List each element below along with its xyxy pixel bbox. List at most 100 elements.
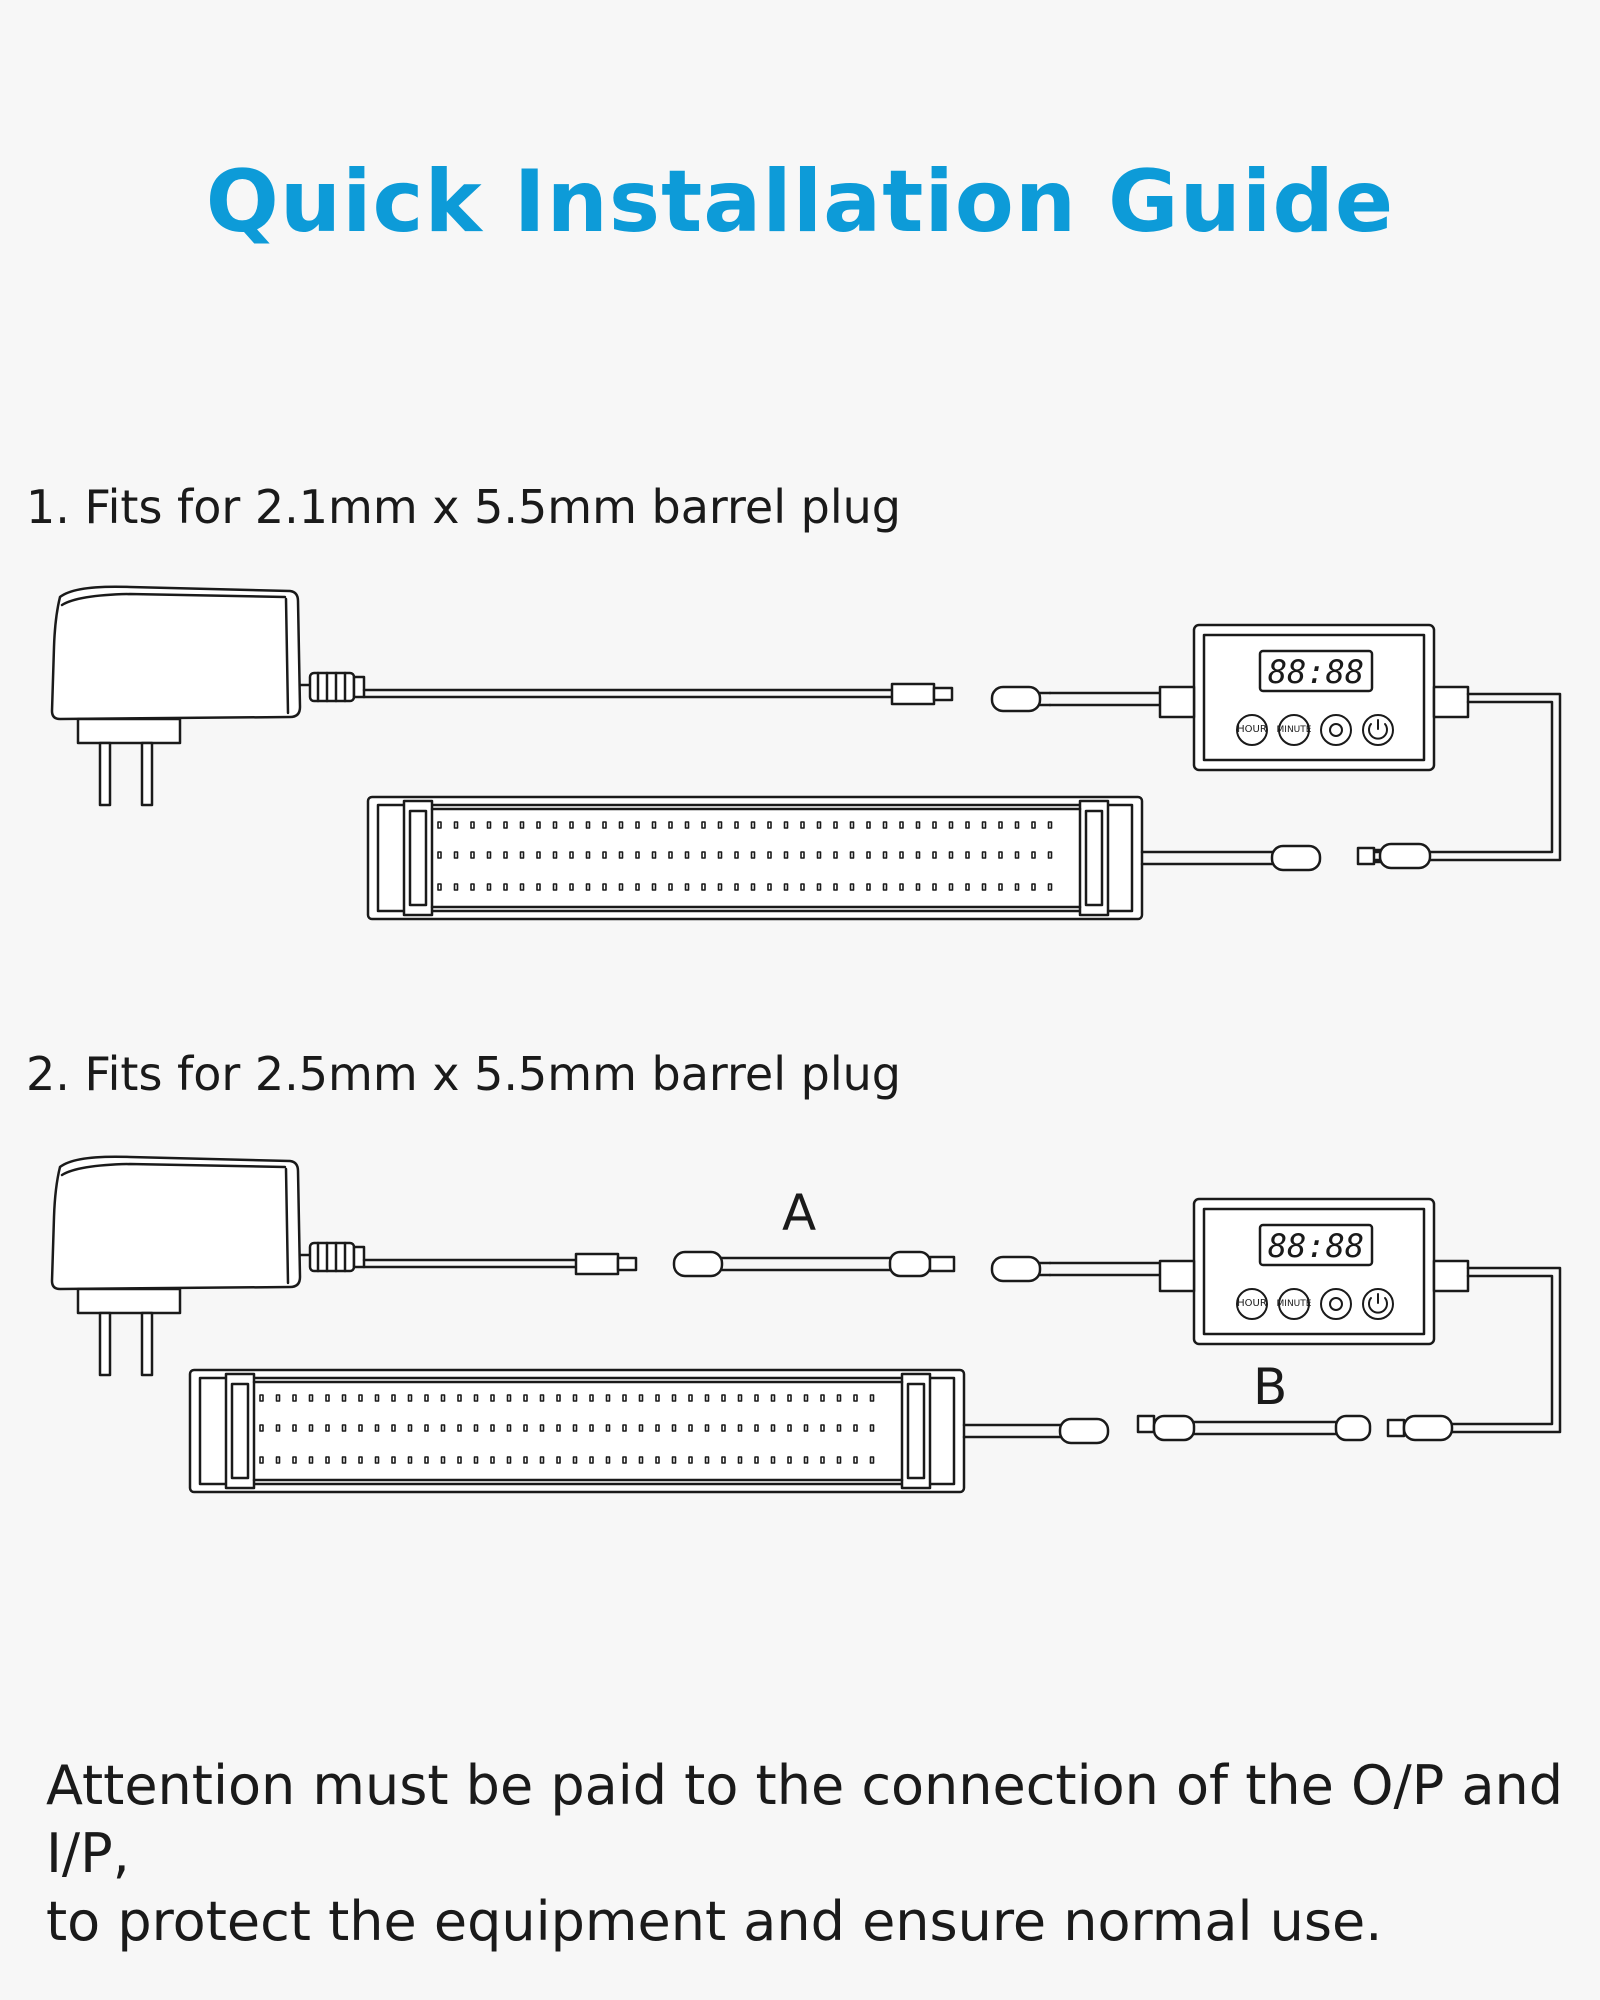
led-dot xyxy=(704,1456,710,1464)
led-dot xyxy=(704,1394,710,1402)
led-dot xyxy=(820,1456,825,1464)
page-title: Quick Installation Guide xyxy=(205,152,1395,252)
led-dot xyxy=(684,851,690,859)
led-dot xyxy=(635,851,640,859)
led-dot xyxy=(671,1394,677,1402)
led-dot xyxy=(407,1424,413,1432)
power-adapter-icon xyxy=(50,1155,366,1377)
led-dot xyxy=(866,851,871,859)
led-dot xyxy=(358,1456,363,1464)
led-dot xyxy=(1047,821,1053,829)
led-dot xyxy=(569,821,574,829)
timer-display: 88:88 xyxy=(1268,1227,1364,1265)
led-dot xyxy=(853,1456,858,1464)
led-dot xyxy=(536,851,541,859)
led-dot xyxy=(622,1456,627,1464)
hour-button-label: HOUR xyxy=(1237,1298,1267,1309)
led-dot xyxy=(473,1456,479,1464)
section-1-diagram: 88:88 HOUR MINUTE xyxy=(50,585,1562,921)
led-dot xyxy=(668,883,673,891)
led-dot xyxy=(882,821,888,829)
led-dot xyxy=(899,821,904,829)
led-dot xyxy=(437,821,442,829)
led-dot xyxy=(787,1456,792,1464)
led-dot xyxy=(503,821,508,829)
led-dot xyxy=(453,851,459,859)
led-dot xyxy=(589,1424,594,1432)
led-dot xyxy=(836,1394,842,1402)
led-dot xyxy=(1047,851,1053,859)
led-dot xyxy=(589,1456,594,1464)
led-dot xyxy=(638,1424,644,1432)
led-dot xyxy=(734,851,739,859)
led-dot xyxy=(325,1424,330,1432)
led-dot xyxy=(803,1424,809,1432)
power-adapter-icon xyxy=(50,585,366,807)
led-dot xyxy=(605,1394,611,1402)
led-dot xyxy=(932,851,937,859)
led-dot xyxy=(869,1424,875,1432)
led-dot xyxy=(750,851,756,859)
led-dot xyxy=(800,883,805,891)
led-dot xyxy=(1014,851,1020,859)
led-dot xyxy=(470,851,475,859)
led-dot xyxy=(490,1456,495,1464)
led-dot xyxy=(932,883,937,891)
led-dot xyxy=(783,821,789,829)
led-dot xyxy=(506,1394,512,1402)
led-dot xyxy=(1031,851,1036,859)
timer-controller-icon: 88:88 HOUR MINUTE xyxy=(1158,623,1470,772)
led-dot xyxy=(589,1394,594,1402)
led-dot xyxy=(638,1456,644,1464)
led-dot xyxy=(734,883,739,891)
controller-output-cable xyxy=(1370,692,1562,862)
led-dot xyxy=(407,1456,413,1464)
led-dot xyxy=(767,821,772,829)
led-dot xyxy=(552,883,558,891)
led-dot xyxy=(800,821,805,829)
led-dot xyxy=(816,883,822,891)
led-dot xyxy=(486,821,492,829)
led-dot xyxy=(866,821,871,829)
led-dot xyxy=(717,851,723,859)
controller-input-plug xyxy=(990,1255,1052,1283)
light-bar-cable xyxy=(1140,844,1322,872)
led-dot xyxy=(869,1456,875,1464)
led-dot xyxy=(259,1456,264,1464)
extension-cable-icon xyxy=(672,1250,956,1278)
led-dot xyxy=(391,1394,396,1402)
led-dot xyxy=(688,1424,693,1432)
led-dot xyxy=(833,851,838,859)
led-dot xyxy=(585,851,591,859)
led-dot xyxy=(1047,883,1053,891)
led-dot xyxy=(556,1394,561,1402)
led-dot xyxy=(519,851,525,859)
led-dot xyxy=(948,883,954,891)
led-dot xyxy=(486,883,492,891)
led-dot xyxy=(407,1394,413,1402)
hour-button-label: HOUR xyxy=(1237,724,1267,735)
led-dot xyxy=(259,1394,264,1402)
led-dot xyxy=(1014,821,1020,829)
led-dot xyxy=(754,1456,759,1464)
led-dot xyxy=(605,1456,611,1464)
led-dot xyxy=(275,1424,281,1432)
led-dot xyxy=(651,883,657,891)
led-dot xyxy=(701,821,706,829)
led-dot xyxy=(668,821,673,829)
led-dots-row xyxy=(259,1394,875,1464)
led-dot xyxy=(737,1424,743,1432)
led-dot xyxy=(391,1424,396,1432)
adapter-cable xyxy=(362,682,954,706)
led-dot xyxy=(519,883,525,891)
led-dot xyxy=(651,851,657,859)
led-dot xyxy=(770,1424,776,1432)
led-dot xyxy=(325,1394,330,1402)
led-dot xyxy=(523,1456,528,1464)
led-dot xyxy=(523,1424,528,1432)
section-1-heading: 1. Fits for 2.1mm x 5.5mm barrel plug xyxy=(26,480,901,534)
led-dot xyxy=(717,821,723,829)
controller-output-cable xyxy=(1448,1266,1562,1434)
led-dot xyxy=(981,883,987,891)
